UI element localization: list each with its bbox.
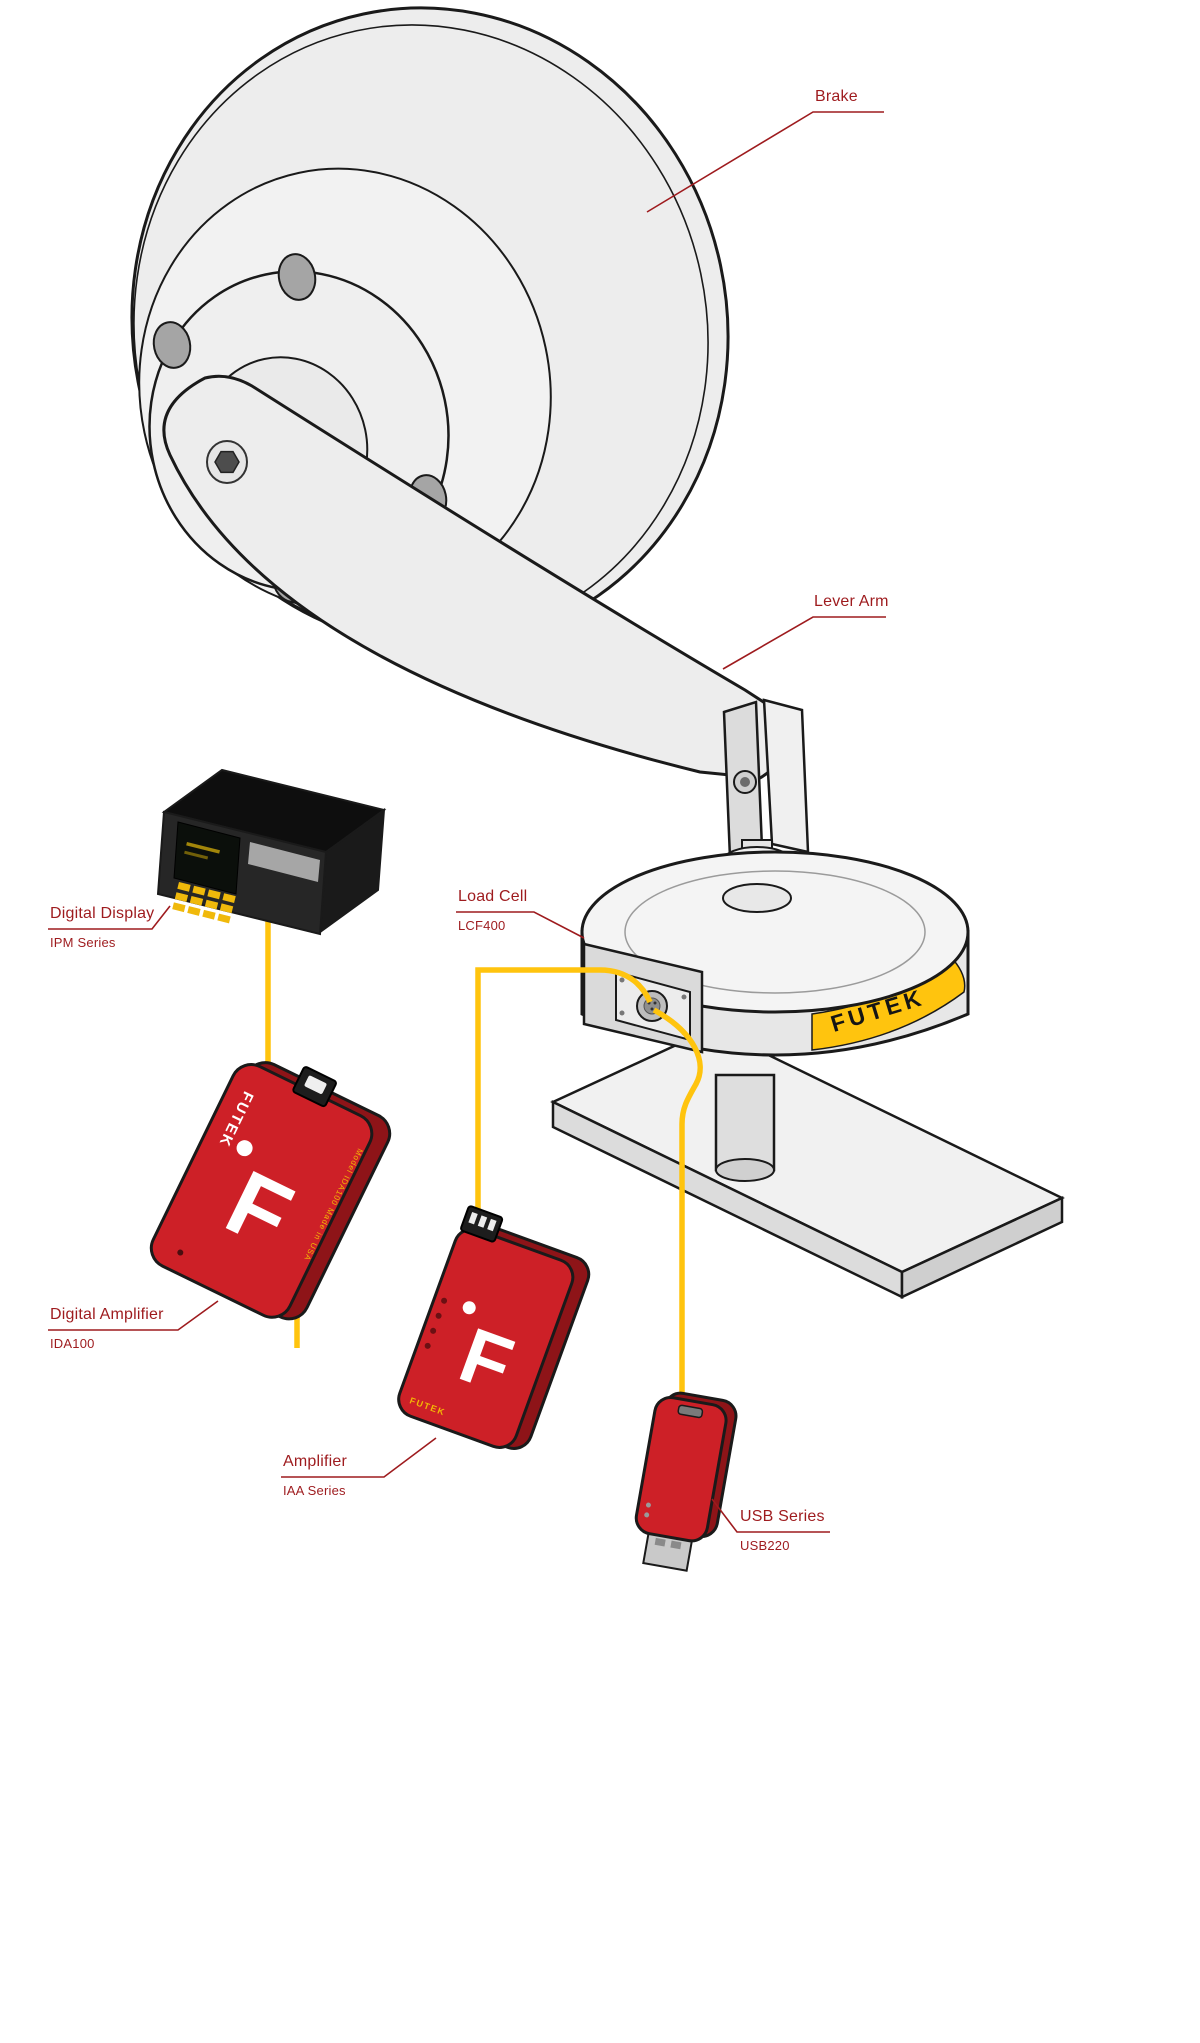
label-load-cell-title: Load Cell <box>458 888 528 905</box>
label-digital-amplifier-title: Digital Amplifier <box>50 1306 164 1323</box>
connector-pin <box>650 1007 654 1011</box>
usb-tip-hole <box>654 1537 666 1547</box>
base-plate-side <box>900 1196 1064 1299</box>
load-cell-pillar <box>714 1073 776 1182</box>
label-usb-title: USB Series <box>740 1508 825 1525</box>
label-digital-amplifier-model: IDA100 <box>50 1336 95 1351</box>
iaa-led <box>435 1312 442 1319</box>
connector-screw <box>619 977 625 983</box>
iaa-connector-pin <box>468 1211 478 1225</box>
iaa-led <box>430 1327 437 1334</box>
load-cell-top-ring <box>624 870 926 994</box>
cable-loadcell-to-usb <box>652 1007 703 1396</box>
digital-amplifier-device: FUTEK F Model IDA100 Made in USA <box>149 1061 392 1321</box>
clevis-pin-socket <box>740 777 750 787</box>
usb-dot <box>644 1512 650 1518</box>
leader-digital-display <box>48 905 171 930</box>
bolt-hole <box>152 321 192 369</box>
load-cell: FUTEK <box>580 846 970 1057</box>
usb-body <box>634 1396 728 1543</box>
label-load-cell-model: LCF400 <box>458 918 506 933</box>
clevis-front-plate <box>762 698 810 854</box>
base-plate <box>550 1026 1065 1299</box>
connector-screw <box>619 1010 625 1016</box>
pillar-base <box>715 1158 775 1182</box>
usb-tip-hole <box>670 1540 682 1550</box>
cable-loadcell-to-amplifier <box>475 967 653 1230</box>
digital-display-device <box>156 768 387 936</box>
label-digital-display-title: Digital Display <box>50 905 155 922</box>
ida-logo-dot <box>236 1140 253 1157</box>
leader-digital-amplifier <box>48 1300 219 1331</box>
label-usb-model: USB220 <box>740 1538 790 1553</box>
iaa-led <box>424 1342 431 1349</box>
bolt-hole <box>277 253 317 301</box>
label-brake: Brake <box>815 88 858 105</box>
connector-pin <box>653 1001 657 1005</box>
pivot-hex-bolt <box>214 450 240 474</box>
leader-lines <box>48 111 886 1533</box>
usb-dot <box>645 1502 651 1508</box>
label-lever-arm: Lever Arm <box>814 593 889 610</box>
iaa-body <box>397 1227 575 1449</box>
iaa-connector-pin <box>477 1215 488 1228</box>
amplifier-device: F FUTEK <box>397 1205 591 1450</box>
leader-brake <box>646 111 884 213</box>
load-cell-boss-base <box>722 883 792 913</box>
usb-lanyard-slot <box>677 1404 704 1419</box>
iaa-connector-pin <box>487 1218 497 1232</box>
leader-lever-arm <box>722 616 886 670</box>
display-stripe <box>248 842 320 882</box>
iaa-led <box>441 1297 448 1304</box>
label-digital-display-model: IPM Series <box>50 935 116 950</box>
usb-device <box>634 1391 738 1572</box>
connector-screw <box>681 994 687 1000</box>
display-screen-digits <box>184 842 220 860</box>
clevis <box>722 698 810 863</box>
label-amplifier-model: IAA Series <box>283 1483 346 1498</box>
leader-amplifier <box>281 1437 437 1478</box>
ida-led <box>177 1249 184 1256</box>
iaa-logo-dot <box>462 1301 476 1315</box>
ida-top-connector-slot <box>304 1075 327 1094</box>
leader-usb <box>711 1498 830 1533</box>
pillar-body <box>714 1073 776 1172</box>
leader-load-cell <box>456 911 585 939</box>
label-amplifier-title: Amplifier <box>283 1453 348 1470</box>
display-keypad <box>172 882 236 924</box>
